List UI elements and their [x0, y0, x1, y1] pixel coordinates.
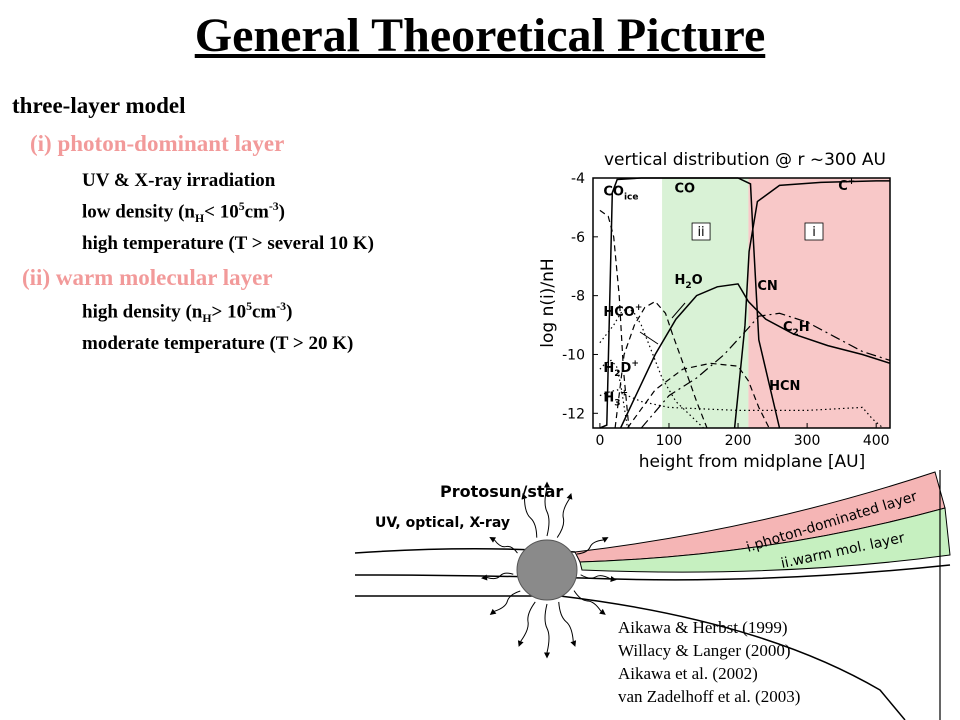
- series-h3-: [599, 389, 884, 429]
- reference-3: Aikawa et al. (2002): [618, 664, 758, 683]
- species-label: H3+: [603, 389, 628, 409]
- species-label: CN: [757, 279, 777, 294]
- series-h2o: [614, 300, 708, 429]
- radiation-ray: [524, 498, 538, 538]
- series-c2h: [640, 312, 891, 429]
- radiation-ray: [556, 498, 570, 538]
- layer-i-line3: high temperature (T > several 10 K): [82, 233, 374, 254]
- radiation-ray: [573, 590, 602, 612]
- series-hcn: [627, 362, 770, 429]
- species-label: HCO+: [603, 303, 642, 320]
- y-tick-label: -4: [571, 171, 585, 187]
- species-label: C2H: [783, 320, 810, 338]
- radiation-ray: [494, 539, 518, 554]
- h2o-pointer: [671, 302, 686, 319]
- species-label: C+: [838, 177, 855, 194]
- x-axis-label: height from midplane [AU]: [639, 452, 866, 472]
- region-label: i: [812, 225, 816, 240]
- warm-layer-band: [579, 507, 951, 573]
- ray-arrowhead: [489, 608, 497, 615]
- species-label: CO: [675, 182, 696, 197]
- y-tick-label: -8: [571, 289, 585, 305]
- x-tick-label: 300: [794, 433, 821, 449]
- slide-title: General Theoretical Picture: [194, 9, 766, 62]
- series-hco-: [599, 306, 704, 429]
- ray-arrowhead: [570, 640, 577, 647]
- ray-arrowhead: [601, 537, 609, 543]
- ray-arrowhead: [481, 574, 488, 581]
- star-label: Protosun/star: [440, 482, 563, 501]
- ray-arrowhead: [610, 576, 617, 582]
- layer-i-heading: (i) photon-dominant layer: [30, 131, 285, 156]
- x-tick-label: 0: [595, 433, 604, 449]
- radiation-ray: [486, 572, 514, 580]
- reference-4: van Zadelhoff et al. (2003): [618, 687, 801, 706]
- species-label: H2D+: [603, 359, 639, 379]
- ray-arrowhead: [566, 493, 573, 500]
- region-label-box: [691, 222, 711, 241]
- region-label-box: [804, 222, 824, 241]
- plot-frame: [592, 177, 891, 429]
- species-label: H2O: [675, 273, 703, 291]
- protostar: [516, 539, 578, 601]
- x-tick-label: 400: [863, 433, 890, 449]
- x-tick-label: 100: [656, 433, 683, 449]
- reference-1: Aikawa & Herbst (1999): [618, 618, 788, 637]
- ray-arrowhead: [544, 481, 550, 488]
- ray-arrowhead: [489, 537, 496, 543]
- radiation-ray: [558, 601, 574, 642]
- y-axis-label: log n(i)/nH: [538, 258, 558, 347]
- region-i: [748, 178, 890, 428]
- disk-midplane: [354, 564, 951, 581]
- layer-ii-line1: high density (nH> 105cm-3): [82, 300, 293, 326]
- layer-i-line1: UV & X-ray irradiation: [82, 170, 276, 191]
- layer-ii-line2: moderate temperature (T > 20 K): [82, 333, 354, 354]
- radiation-ray: [494, 590, 521, 612]
- layer-ii-heading: (ii) warm molecular layer: [22, 265, 273, 290]
- species-label: HCN: [769, 379, 800, 394]
- y-tick-label: -12: [562, 406, 585, 422]
- y-tick-label: -10: [562, 347, 585, 363]
- radiation-ray: [576, 539, 604, 555]
- ray-arrowhead: [517, 640, 524, 647]
- ray-arrowhead: [521, 493, 528, 500]
- chart-title: vertical distribution @ r ~300 AU: [604, 150, 886, 170]
- x-tick-label: 200: [725, 433, 752, 449]
- references: Aikawa & Herbst (1999) Willacy & Langer …: [618, 616, 800, 708]
- radiation-label: UV, optical, X-ray: [375, 515, 510, 531]
- radiation-ray: [520, 601, 536, 642]
- radiation-ray: [544, 487, 550, 537]
- region-ii: [662, 178, 749, 428]
- layer-i-line2: low density (nH< 105cm-3): [82, 200, 285, 226]
- model-heading: three-layer model: [12, 93, 186, 118]
- y-tick-label: -6: [571, 230, 585, 246]
- ray-arrowhead: [599, 608, 606, 615]
- radiation-ray: [544, 603, 550, 653]
- series-c-: [733, 180, 890, 429]
- series-co-ice: [599, 209, 630, 429]
- species-label: COice: [603, 185, 638, 203]
- reference-2: Willacy & Langer (2000): [618, 641, 791, 660]
- region-label: ii: [697, 225, 704, 240]
- disk-lower-edge: [559, 595, 906, 720]
- series-h2d-: [599, 359, 629, 429]
- ray-arrowhead: [544, 652, 550, 659]
- radiation-ray: [580, 574, 611, 580]
- series-cn: [619, 283, 891, 429]
- hco-pointer: [639, 331, 659, 345]
